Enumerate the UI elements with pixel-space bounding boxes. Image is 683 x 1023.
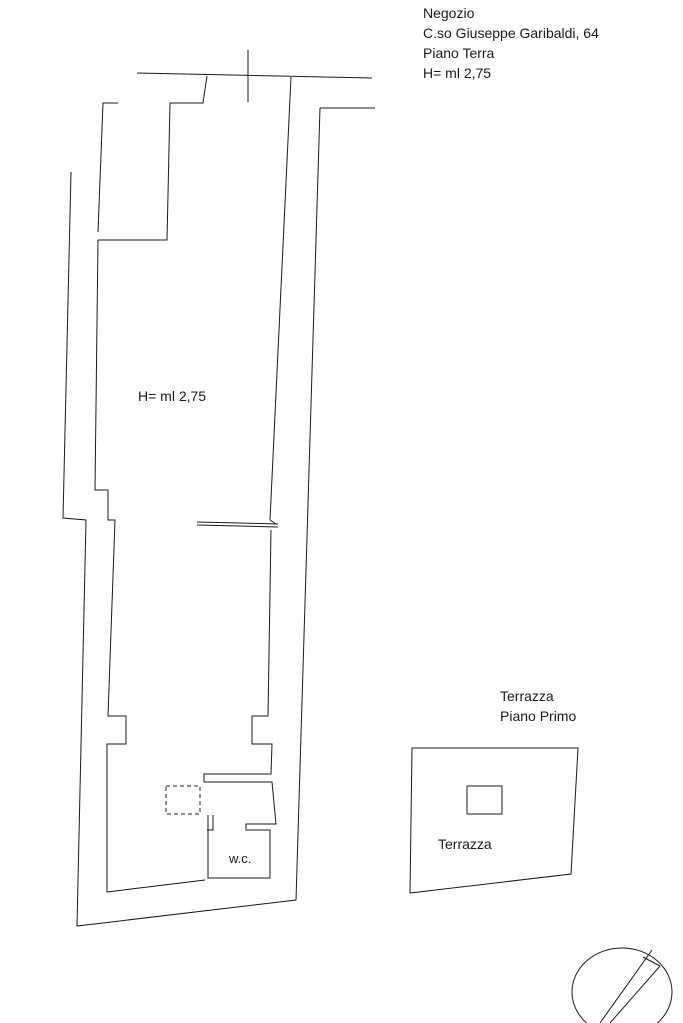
header-address: C.so Giuseppe Garibaldi, 64 — [423, 25, 599, 41]
wc-label: w.c. — [229, 851, 252, 866]
north-arrow-icon — [571, 947, 673, 1023]
dashed-fixture — [165, 785, 201, 815]
terrace-title: Terrazza Piano Primo — [500, 686, 576, 726]
header-height: H= ml 2,75 — [423, 65, 492, 81]
terrace-inside-label: Terrazza — [438, 836, 492, 852]
shop-height-label: H= ml 2,75 — [138, 388, 207, 404]
header-block: Negozio C.so Giuseppe Garibaldi, 64 Pian… — [423, 3, 599, 83]
outer-wall — [62, 76, 321, 927]
terrace-title-line2: Piano Primo — [500, 708, 577, 724]
street-boundary-lines — [98, 50, 375, 241]
terrace-title-line1: Terrazza — [500, 688, 554, 704]
inner-wall — [94, 102, 279, 893]
terrace-outline — [409, 747, 579, 894]
header-floor: Piano Terra — [423, 45, 495, 61]
header-title: Negozio — [423, 5, 475, 21]
